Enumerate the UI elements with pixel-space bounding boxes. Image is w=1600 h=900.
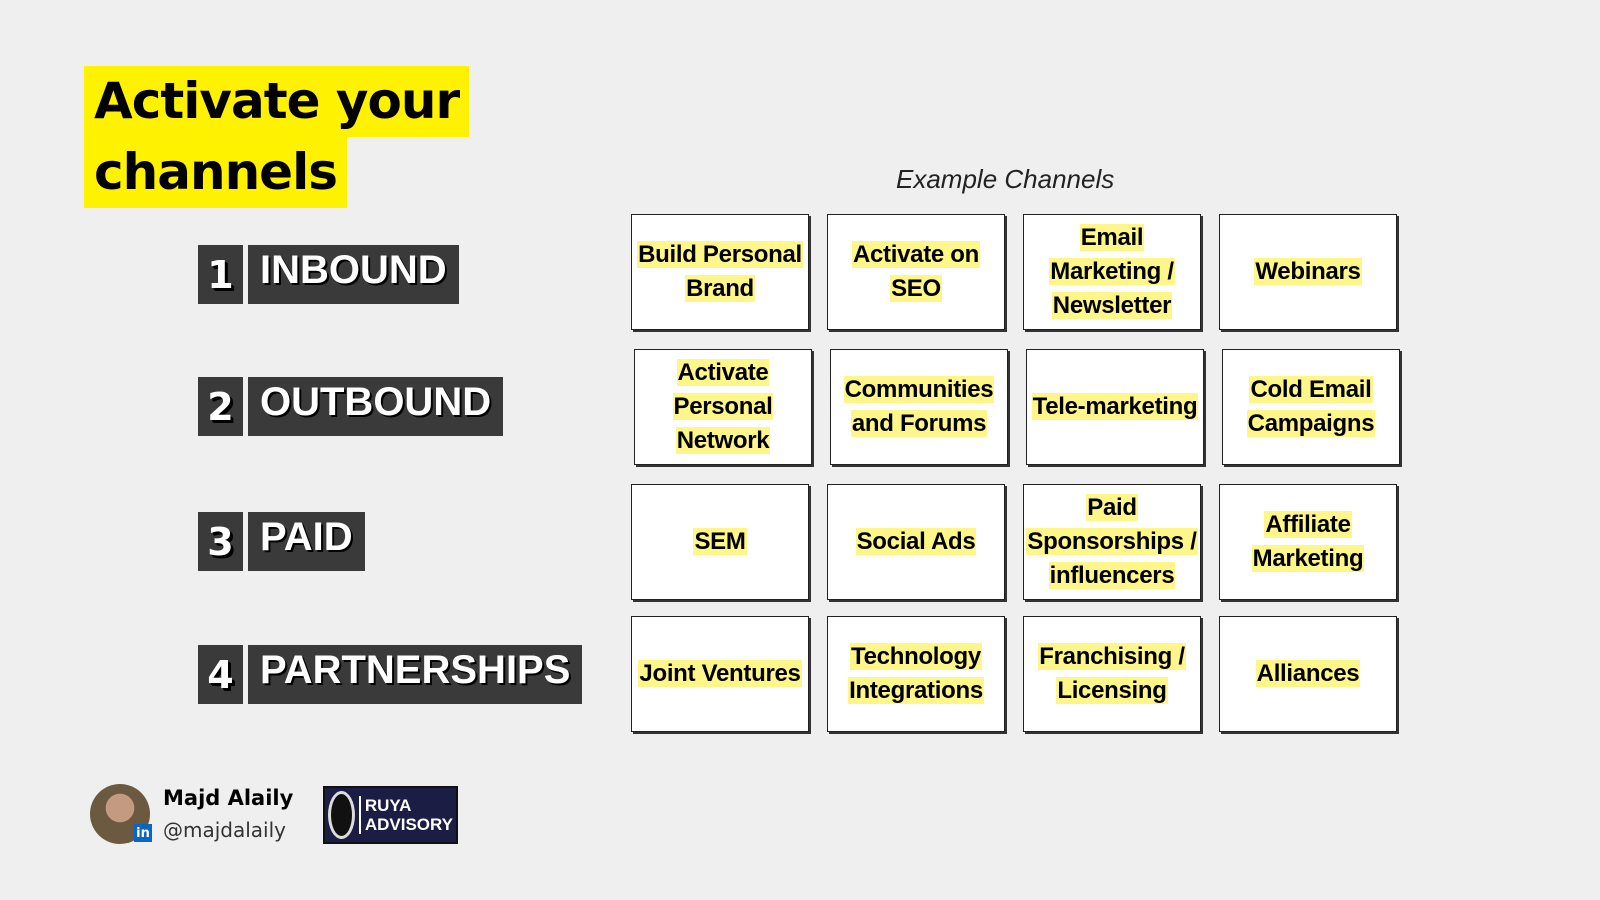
channel-label: Joint Ventures: [638, 660, 802, 687]
channel-label: SEM: [693, 528, 747, 555]
channel-label: Paid Sponsorships / influencers: [1026, 494, 1198, 589]
channel-card: Build Personal Brand: [631, 214, 809, 330]
channel-label: Affiliate Marketing: [1251, 511, 1365, 572]
channel-card: Email Marketing / Newsletter: [1023, 214, 1201, 330]
channel-card: Alliances: [1219, 616, 1397, 732]
channel-label: Franchising / Licensing: [1038, 643, 1186, 704]
category-label: INBOUND: [248, 245, 459, 304]
category-number: 4: [198, 645, 243, 704]
channel-card: Tele-marketing: [1026, 349, 1204, 465]
channel-card: Communities and Forums: [830, 349, 1008, 465]
author-name: Majd Alaily: [163, 786, 294, 810]
author-handle: @majdalaily: [163, 818, 287, 842]
title-line-1: Activate your: [84, 66, 470, 137]
channel-card: SEM: [631, 484, 809, 600]
channel-label: Social Ads: [855, 528, 977, 555]
channel-card: Social Ads: [827, 484, 1005, 600]
category-number: 2: [198, 377, 243, 436]
category-label: OUTBOUND: [248, 377, 504, 436]
channel-label: Activate on SEO: [851, 241, 981, 302]
channel-card: Activate on SEO: [827, 214, 1005, 330]
title-line-2: channels: [84, 137, 347, 208]
astronaut-helmet-icon: [328, 791, 355, 839]
channel-label: Communities and Forums: [843, 376, 995, 437]
channel-label: Build Personal Brand: [637, 241, 803, 302]
channel-card: Activate Personal Network: [634, 349, 812, 465]
channel-label: Alliances: [1255, 660, 1361, 687]
category-number: 3: [198, 512, 243, 571]
channel-label: Tele-marketing: [1031, 393, 1199, 420]
channel-card: Technology Integrations: [827, 616, 1005, 732]
channel-card: Paid Sponsorships / influencers: [1023, 484, 1201, 600]
channel-card: Affiliate Marketing: [1219, 484, 1397, 600]
linkedin-icon: in: [134, 824, 152, 842]
page-title: Activate your channels: [84, 66, 470, 208]
channel-label: Email Marketing / Newsletter: [1049, 224, 1175, 319]
channel-card: Franchising / Licensing: [1023, 616, 1201, 732]
subtitle: Example Channels: [896, 164, 1115, 194]
channel-label: Technology Integrations: [848, 643, 984, 704]
channel-label: Webinars: [1254, 258, 1362, 285]
channel-label: Cold Email Campaigns: [1246, 376, 1376, 437]
category-label: PARTNERSHIPS: [248, 645, 583, 704]
channel-card: Joint Ventures: [631, 616, 809, 732]
channel-label: Activate Personal Network: [672, 359, 774, 454]
channel-card: Webinars: [1219, 214, 1397, 330]
category-number: 1: [198, 245, 243, 304]
category-label: PAID: [248, 512, 365, 571]
channel-card: Cold Email Campaigns: [1222, 349, 1400, 465]
